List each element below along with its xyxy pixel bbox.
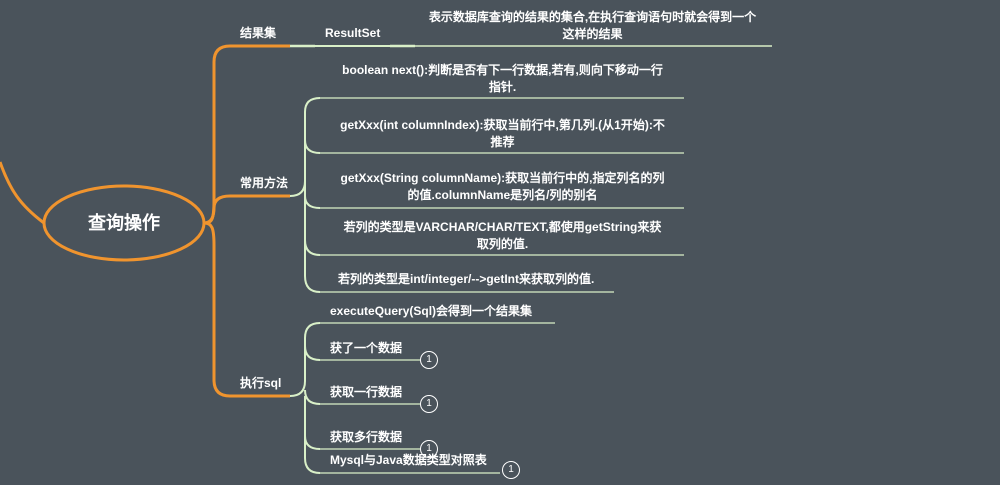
exec-item-get-row-badge[interactable]: 1 <box>420 395 438 413</box>
method-item-1-line1[interactable]: boolean next():判断是否有下一行数据,若有,则向下移动一行 <box>342 63 663 77</box>
exec-bracket <box>289 322 321 474</box>
branch-label-methods[interactable]: 常用方法 <box>240 176 289 190</box>
resultset-node[interactable]: ResultSet <box>325 26 381 40</box>
method-item-5-line1[interactable]: 若列的类型是int/integer/-->getInt来获取列的值. <box>338 272 595 286</box>
method-item-4-line2[interactable]: 取列的值. <box>476 237 529 251</box>
exec-item-get-rows-badge[interactable]: 1 <box>420 440 438 458</box>
exec-item-get-data-badge[interactable]: 1 <box>420 351 438 369</box>
resultset-desc-line1[interactable]: 表示数据库查询的结果的集合,在执行查询语句时就会得到一个 <box>428 10 757 24</box>
branch-connector-methods <box>203 194 290 225</box>
exec-item-execute-query[interactable]: executeQuery(Sql)会得到一个结果集 <box>330 304 533 318</box>
root-node-label[interactable]: 查询操作 <box>88 213 160 233</box>
resultset-desc-line2[interactable]: 这样的结果 <box>562 27 623 41</box>
method-item-2-line1[interactable]: getXxx(int columnIndex):获取当前行中,第几列.(从1开始… <box>340 118 665 132</box>
method-item-1-line2[interactable]: 指针. <box>488 80 517 94</box>
branch-label-resultset[interactable]: 结果集 <box>240 26 277 40</box>
exec-item-get-data[interactable]: 获了一个数据 <box>330 341 403 355</box>
exec-item-type-table-badge[interactable]: 1 <box>502 461 520 479</box>
branch-connector-exec <box>203 221 290 398</box>
method-item-2-line2[interactable]: 推荐 <box>490 135 515 149</box>
parent-connector <box>0 161 45 225</box>
exec-item-get-rows[interactable]: 获取多行数据 <box>330 430 403 444</box>
method-item-3-line1[interactable]: getXxx(String columnName):获取当前行中的,指定列名的列 <box>340 171 665 185</box>
method-item-4-line1[interactable]: 若列的类型是VARCHAR/CHAR/TEXT,都使用getString来获 <box>343 220 662 234</box>
exec-item-get-row[interactable]: 获取一行数据 <box>330 385 403 399</box>
branch-label-exec[interactable]: 执行sql <box>240 376 282 390</box>
method-item-3-line2[interactable]: 的值.columnName是列名/列的别名 <box>407 188 598 202</box>
methods-bracket <box>289 97 321 293</box>
exec-item-type-table[interactable]: Mysql与Java数据类型对照表 <box>330 453 487 467</box>
